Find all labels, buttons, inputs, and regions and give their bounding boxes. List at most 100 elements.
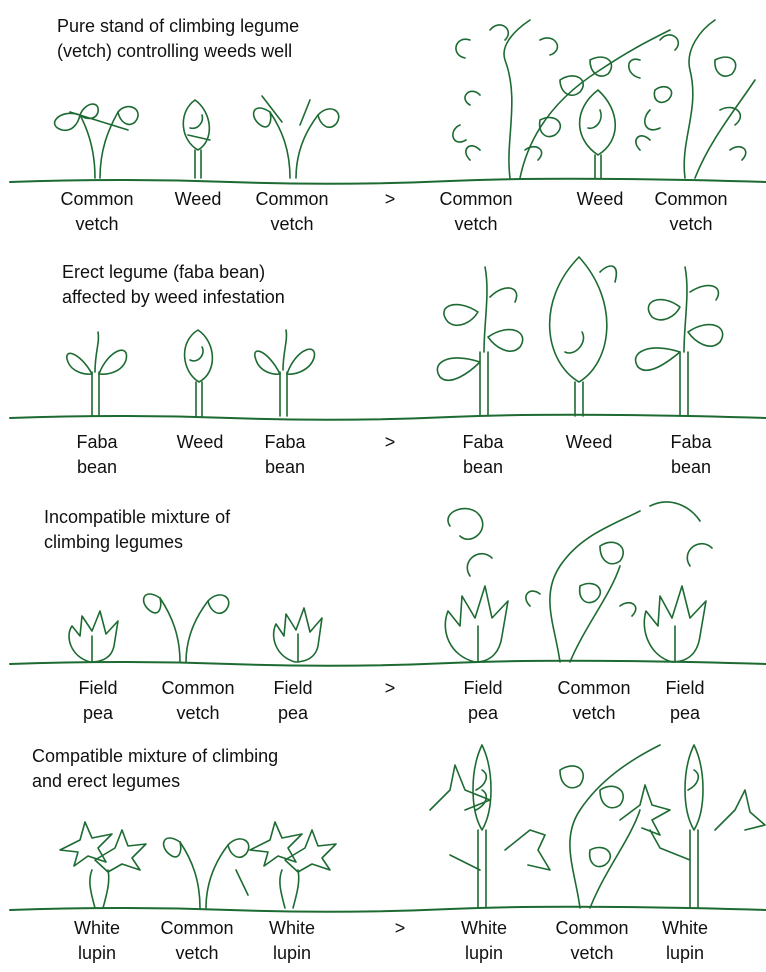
plant-label-line: bean <box>636 455 746 480</box>
weed-plant-icon <box>580 90 616 178</box>
plant-label: Fababean <box>636 430 746 480</box>
panel-title-line: Compatible mixture of climbing <box>32 744 278 769</box>
plant-label-line: Common <box>142 916 252 941</box>
plant-label: Commonvetch <box>237 187 347 237</box>
plant-label-line: Field <box>238 676 348 701</box>
panel-faba-bean-weeds: Erect legume (faba bean) affected by wee… <box>0 242 766 486</box>
plant-label: Fieldpea <box>630 676 740 726</box>
plant-label-line: Field <box>43 676 153 701</box>
plant-label-line: White <box>630 916 740 941</box>
plant-label-line: Field <box>630 676 740 701</box>
plant-label-line: lupin <box>630 941 740 966</box>
panel-title: Pure stand of climbing legume (vetch) co… <box>57 14 299 64</box>
plant-label-line: White <box>237 916 347 941</box>
plant-label-line: Common <box>42 187 152 212</box>
plant-label-line: lupin <box>429 941 539 966</box>
vetch-seedling-icon <box>55 104 138 178</box>
plant-label-line: pea <box>43 701 153 726</box>
plant-label-line: White <box>42 916 152 941</box>
white-lupin-seedling-icon <box>60 822 146 908</box>
comparison-symbol: > <box>380 916 420 941</box>
plant-label-line: pea <box>238 701 348 726</box>
vetch-plant-icon <box>629 20 755 178</box>
field-pea-seedling-icon <box>69 611 118 662</box>
plant-label-line: Faba <box>42 430 152 455</box>
plant-label: Fababean <box>428 430 538 480</box>
vetch-seedling-icon <box>144 594 229 662</box>
plant-label: Commonvetch <box>142 916 252 966</box>
plant-label-line: bean <box>42 455 152 480</box>
weed-plant-icon <box>550 257 617 416</box>
panel-title-line: and erect legumes <box>32 769 278 794</box>
comparison-symbol: > <box>370 676 410 701</box>
weed-seedling-icon <box>183 100 210 178</box>
field-pea-seedling-icon <box>274 608 322 662</box>
plant-label-line: pea <box>428 701 538 726</box>
ground-line <box>10 661 766 666</box>
comparison-symbol: > <box>370 187 410 212</box>
vetch-plant-icon <box>526 502 700 662</box>
plant-label-line: vetch <box>142 941 252 966</box>
panel-title-line: affected by weed infestation <box>62 285 285 310</box>
plant-label-line: Common <box>421 187 531 212</box>
white-lupin-plant-icon <box>430 745 550 908</box>
plant-label-line: Field <box>428 676 538 701</box>
plant-label-line: Faba <box>428 430 538 455</box>
faba-bean-seedling-icon <box>255 330 315 416</box>
vetch-seedling-icon <box>254 96 339 178</box>
panel-title-line: climbing legumes <box>44 530 230 555</box>
plant-label: Weed <box>534 430 644 455</box>
panel-title-line: Incompatible mixture of <box>44 505 230 530</box>
comparison-symbol: > <box>370 430 410 455</box>
ground-line <box>10 179 766 184</box>
panel-compatible-mixture: Compatible mixture of climbing and erect… <box>0 730 766 972</box>
plant-label-line: bean <box>428 455 538 480</box>
vetch-seedling-icon <box>164 838 249 908</box>
plant-label-line: Common <box>143 676 253 701</box>
plant-label-line: Faba <box>230 430 340 455</box>
faba-bean-seedling-icon <box>67 332 127 416</box>
panel-title-line: (vetch) controlling weeds well <box>57 39 299 64</box>
plant-label-line: vetch <box>237 212 347 237</box>
panel-title: Incompatible mixture of climbing legumes <box>44 505 230 555</box>
panel-title: Erect legume (faba bean) affected by wee… <box>62 260 285 310</box>
plant-label-line: vetch <box>636 212 746 237</box>
panel-title: Compatible mixture of climbing and erect… <box>32 744 278 794</box>
vetch-plant-icon <box>560 745 670 908</box>
plant-label-line: pea <box>630 701 740 726</box>
ground-line <box>10 415 766 420</box>
field-pea-plant-icon <box>445 509 508 662</box>
plant-label-line: vetch <box>421 212 531 237</box>
panel-vetch-pure-stand: Pure stand of climbing legume (vetch) co… <box>0 0 766 242</box>
plant-label-line: vetch <box>143 701 253 726</box>
faba-bean-plant-icon <box>636 267 723 416</box>
weed-seedling-icon <box>185 330 213 416</box>
plant-label-line: Common <box>237 187 347 212</box>
plant-label-line: Faba <box>636 430 746 455</box>
plant-label-line: White <box>429 916 539 941</box>
ground-line <box>10 907 766 912</box>
vetch-plant-icon <box>453 20 670 178</box>
plant-label-line: lupin <box>237 941 347 966</box>
field-pea-plant-icon <box>644 544 712 662</box>
panel-title-line: Pure stand of climbing legume <box>57 14 299 39</box>
plant-label-line: Weed <box>534 430 644 455</box>
white-lupin-seedling-icon <box>250 822 336 908</box>
panel-title-line: Erect legume (faba bean) <box>62 260 285 285</box>
plant-label-line: bean <box>230 455 340 480</box>
faba-bean-plant-icon <box>437 267 522 416</box>
plant-label: Whitelupin <box>42 916 152 966</box>
plant-label-line: Common <box>636 187 746 212</box>
plant-label: Fababean <box>230 430 340 480</box>
